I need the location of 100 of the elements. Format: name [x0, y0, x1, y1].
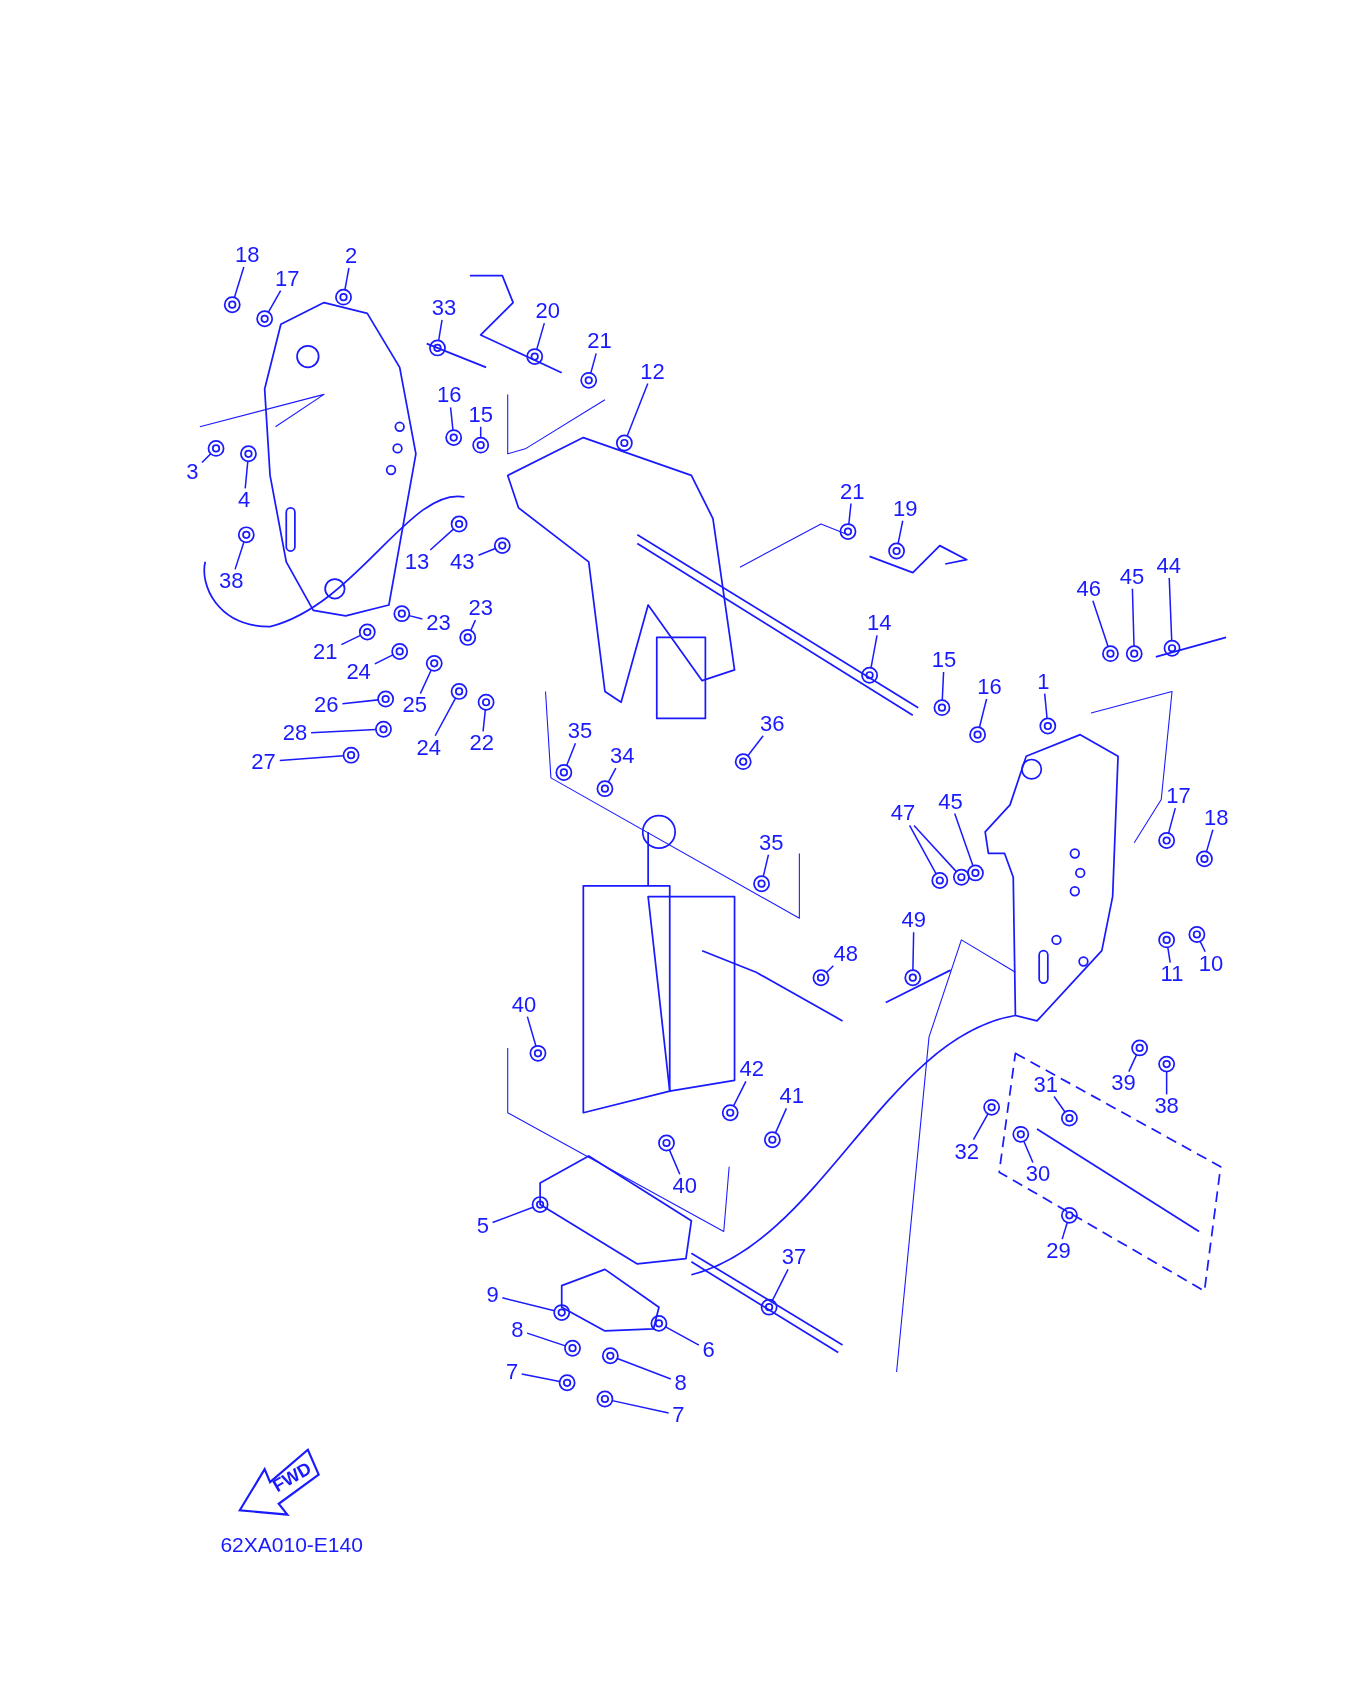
callout-number: 15 [931, 649, 957, 671]
leader-line [616, 1357, 672, 1380]
washer-part [812, 969, 830, 987]
leader-line [1167, 946, 1171, 964]
callout-number: 21 [840, 480, 865, 503]
washer-part [1131, 1039, 1149, 1057]
callout-number: 31 [1033, 1073, 1058, 1096]
washer-part [425, 654, 443, 672]
washer-part [555, 764, 573, 781]
washer-part [1102, 645, 1119, 663]
washer-part [1061, 1206, 1078, 1224]
washer-part [933, 699, 951, 717]
callout-number: 22 [469, 732, 494, 755]
washer-part [650, 1314, 668, 1332]
callout-number: 7 [505, 1360, 519, 1383]
leader-line [482, 709, 487, 733]
callout-number: 37 [781, 1246, 807, 1269]
callout-number: 30 [1025, 1163, 1051, 1186]
leader-line [470, 619, 477, 632]
washer-part [342, 746, 360, 764]
leader-line [732, 1080, 747, 1107]
leader-line [491, 1206, 534, 1224]
washer-part [445, 429, 463, 447]
washer-part [256, 310, 274, 328]
callout-number: 21 [312, 641, 338, 664]
callout-number: 27 [251, 750, 276, 773]
callout-number: 23 [426, 612, 451, 635]
leader-line [626, 382, 649, 437]
callout-number: 49 [901, 909, 927, 932]
leader-line [825, 965, 835, 974]
leader-line [429, 528, 455, 551]
washer-part [1196, 850, 1213, 868]
leader-line [1168, 577, 1173, 642]
callout-number: 41 [779, 1085, 805, 1108]
leader-line [1167, 807, 1177, 834]
callout-number: 8 [674, 1371, 687, 1394]
callout-number: 19 [893, 497, 918, 520]
washer-part [967, 864, 984, 882]
callout-number: 40 [511, 993, 537, 1016]
callout-number: 39 [1111, 1072, 1136, 1095]
leader-line [244, 460, 249, 490]
leader-line [908, 824, 937, 875]
washer-part [531, 1196, 549, 1213]
washer-part [1039, 717, 1057, 735]
leader-line [477, 547, 497, 556]
washer-part [580, 371, 598, 389]
callout-number: 44 [1156, 555, 1182, 578]
callout-number: 47 [890, 802, 916, 825]
washer-part [237, 526, 255, 544]
washer-part [888, 542, 905, 560]
callout-number: 35 [759, 831, 784, 854]
callout-number: 24 [416, 736, 442, 759]
leader-line [668, 1149, 681, 1176]
washer-part [223, 296, 241, 314]
leader-line [374, 654, 394, 665]
washer-part [358, 623, 376, 641]
washer-part [526, 348, 544, 365]
washer-part [983, 1098, 1001, 1116]
washer-part [564, 1339, 581, 1357]
leader-line [279, 754, 345, 762]
leader-line [870, 634, 878, 669]
callout-number: 21 [587, 330, 612, 353]
leader-line [972, 1113, 989, 1141]
washer-part [952, 868, 970, 886]
washer-part [1163, 639, 1181, 657]
washer-part [240, 445, 257, 463]
leader-line [340, 634, 362, 646]
callout-number: 38 [1154, 1095, 1179, 1118]
washer-part [658, 1134, 675, 1152]
washer-part [375, 720, 392, 738]
leader-line [521, 1373, 561, 1383]
leader-line [1043, 692, 1048, 720]
callout-number: 10 [1198, 952, 1224, 975]
leader-line [611, 1399, 670, 1414]
leader-line [267, 289, 282, 313]
washer-part [904, 969, 922, 987]
callout-number: 35 [567, 720, 593, 743]
callout-number: 17 [1166, 785, 1191, 808]
leader-line [1131, 588, 1135, 647]
washer-part [969, 726, 987, 744]
callout-number: 24 [346, 660, 371, 683]
leader-line [762, 853, 770, 878]
leader-line [590, 352, 597, 374]
washer-part [558, 1374, 576, 1392]
washer-part [1012, 1125, 1030, 1143]
washer-part [472, 436, 490, 454]
leader-line [437, 319, 443, 342]
washer-part [335, 288, 352, 306]
washer-part [760, 1298, 778, 1316]
washer-part [931, 872, 949, 889]
washer-part [721, 1104, 739, 1122]
callout-number: 7 [672, 1404, 685, 1427]
leader-line [419, 669, 432, 695]
leader-line [526, 1332, 567, 1347]
leader-line [912, 931, 915, 971]
callout-number: 1 [1037, 670, 1050, 693]
leader-line [607, 767, 617, 783]
washer-part [601, 1347, 619, 1365]
washer-part [861, 666, 878, 684]
washer-part [1158, 931, 1176, 949]
